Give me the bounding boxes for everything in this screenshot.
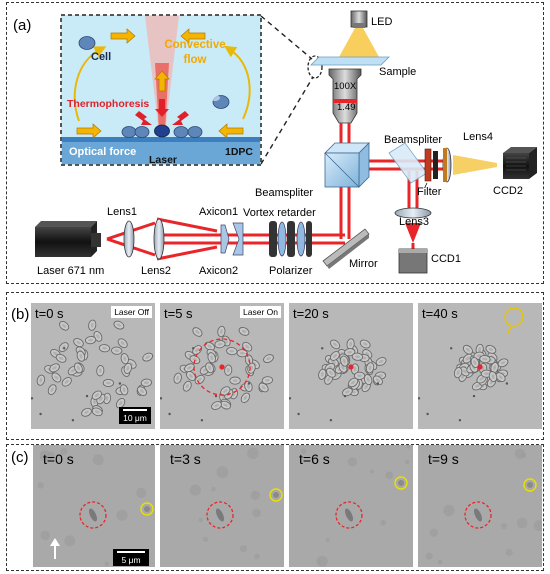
c-frame-0-time: t=0 s	[43, 451, 74, 467]
panel-b-label: (b)	[11, 306, 30, 323]
filter	[424, 148, 438, 182]
filter-label: Filter	[417, 186, 442, 198]
c-frame-3-time: t=9 s	[428, 451, 459, 467]
c-frame-2: t=6 s	[289, 445, 413, 567]
lens3-label: Lens3	[399, 216, 429, 228]
b-frame-3-image	[418, 303, 542, 429]
b-scale-bar-label: 10 μm	[123, 413, 147, 423]
b-frame-0-badge: Laser Off	[111, 306, 152, 318]
c-frame-2-time: t=6 s	[299, 451, 330, 467]
setup-diagram: Cell Convective flow Thermophoresis Opti…	[35, 10, 537, 277]
c-frame-1-image	[160, 445, 284, 567]
vortex-retarder	[269, 221, 312, 257]
beamsplitter-plate	[388, 142, 428, 184]
b-frame-1-badge: Laser On	[240, 306, 281, 318]
b-frame-2: t=20 s	[289, 303, 413, 429]
lens3	[394, 207, 432, 219]
b-frame-0-image	[31, 303, 155, 429]
c-frame-0: t=0 s 5 μm	[33, 445, 155, 567]
b-frame-0: t=0 s Laser Off 10 μm	[31, 303, 155, 429]
c-scale-bar-label: 5 μm	[121, 555, 141, 565]
ccd1-camera: CCD1	[398, 248, 461, 274]
mirror-label: Mirror	[349, 258, 378, 270]
c-scale-bar: 5 μm	[113, 549, 149, 566]
vortex-retarder-label: Vortex retarder	[243, 207, 316, 219]
inset-laser-label: Laser	[149, 154, 177, 166]
axicon2	[232, 222, 244, 256]
mechanism-inset: Cell Convective flow Thermophoresis Opti…	[60, 14, 262, 166]
inset-flow-label: flow	[184, 54, 207, 66]
mirror: Mirror	[322, 228, 378, 270]
beamsplitter-top-label: Beamspliter	[384, 134, 442, 146]
b-frame-1-time: t=5 s	[164, 306, 193, 321]
c-frame-2-image	[289, 445, 413, 567]
led-label: LED	[371, 16, 392, 28]
objective-lens: 100X 1.49	[328, 68, 362, 124]
beamsplitter-left-label: Beamspliter	[255, 187, 313, 199]
axicon1	[220, 224, 230, 254]
b-frame-3-time: t=40 s	[422, 306, 458, 321]
lens2	[153, 218, 165, 260]
inset-optical-force-label: Optical force	[69, 146, 136, 158]
panel-c-label: (c)	[11, 449, 29, 466]
objective-na: 1.49	[337, 102, 356, 113]
panel-a-setup: (a)	[6, 2, 544, 284]
lens1-label: Lens1	[107, 206, 137, 218]
b-frame-2-time: t=20 s	[293, 306, 329, 321]
axicon1-label: Axicon1	[199, 206, 238, 218]
inset-convective-label: Convective	[164, 39, 225, 51]
b-frame-1: t=5 s Laser On	[160, 303, 284, 429]
ccd1-label: CCD1	[431, 253, 461, 265]
ccd2-camera: CCD2	[493, 147, 537, 197]
sample-label: Sample	[379, 66, 416, 78]
led-source: LED	[339, 10, 392, 57]
inset-1dpc-label: 1DPC	[225, 146, 253, 158]
panel-b-timelapse: (b) t=0 s Laser Off 10 μm t=5 s Laser On…	[6, 292, 544, 440]
b-frame-2-image	[289, 303, 413, 429]
inset-cell-label: Cell	[91, 51, 111, 63]
lens2-label: Lens2	[141, 265, 171, 277]
objective-mag: 100X	[334, 81, 357, 92]
c-frame-1: t=3 s	[160, 445, 284, 567]
lens1	[123, 220, 135, 258]
b-frame-1-image	[160, 303, 284, 429]
polarizer-label: Polarizer	[269, 265, 313, 277]
sample-slide: Sample	[310, 56, 416, 78]
b-frame-3: t=40 s	[418, 303, 542, 429]
ccd2-label: CCD2	[493, 185, 523, 197]
c-frame-1-time: t=3 s	[170, 451, 201, 467]
laser-source: Laser 671 nm	[35, 221, 104, 277]
c-frame-3-image	[418, 445, 542, 567]
inset-thermophoresis-label: Thermophoresis	[67, 98, 149, 110]
b-frame-0-time: t=0 s	[35, 306, 64, 321]
panel-a-label: (a)	[13, 17, 32, 34]
b-scale-bar: 10 μm	[119, 407, 151, 424]
axicon2-label: Axicon2	[199, 265, 238, 277]
laser-source-label: Laser 671 nm	[37, 265, 104, 277]
beamsplitter-cube	[324, 142, 370, 188]
lens4	[442, 147, 452, 183]
c-frame-3: t=9 s	[418, 445, 542, 567]
lens4-label: Lens4	[463, 131, 493, 143]
c-frame-0-image	[33, 445, 155, 567]
panel-c-timelapse: (c) t=0 s 5 μm t=3 s t=6 s t=9 s	[6, 444, 544, 571]
